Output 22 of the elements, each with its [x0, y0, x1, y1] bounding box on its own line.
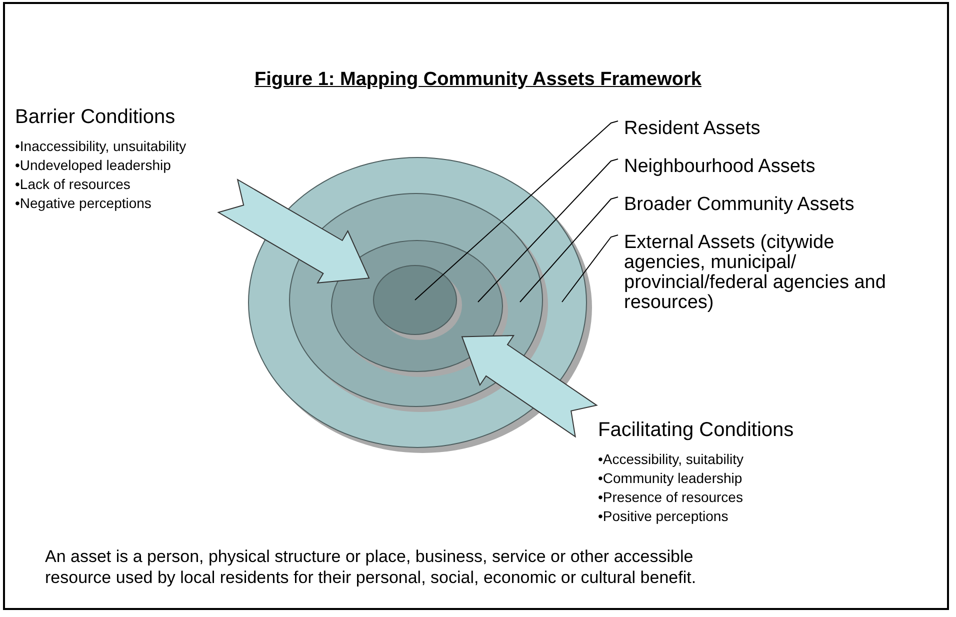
bullet-item: •Presence of resources: [598, 488, 744, 507]
condition-heading: Barrier Conditions: [15, 106, 176, 129]
condition-heading: Facilitating Conditions: [598, 419, 794, 442]
leader-line: [562, 234, 618, 302]
caption: An asset is a person, physical structure or place, business, service or other accessible resource used by local residents for their personal, social, economic or cultural benefit.: [45, 546, 698, 588]
figure-title: Figure 1: Mapping Community Assets Framework: [254, 69, 702, 90]
bullet-item: •Accessibility, suitability: [598, 450, 744, 469]
asset-label: Broader Community Assets: [624, 195, 924, 215]
asset-label: External Assets (citywide agencies, municipal/ provincial/federal agencies and resources): [624, 233, 914, 313]
bullet-item: •Lack of resources: [15, 175, 132, 194]
leader-line: [414, 120, 618, 300]
bullet-item: •Negative perceptions: [15, 194, 152, 213]
block-arrow: [217, 178, 370, 284]
bullet-item: •Community leadership: [598, 469, 744, 488]
bullet-item: •Undeveloped leadership: [15, 156, 172, 175]
asset-label: Resident Assets: [624, 119, 924, 139]
bullet-item: •Inaccessibility, unsuitability: [15, 137, 186, 156]
leader-line: [520, 196, 618, 302]
leader-line: [478, 158, 618, 302]
block-arrow: [461, 334, 598, 438]
asset-label: Neighbourhood Assets: [624, 157, 924, 177]
bullet-item: •Positive perceptions: [598, 507, 730, 526]
